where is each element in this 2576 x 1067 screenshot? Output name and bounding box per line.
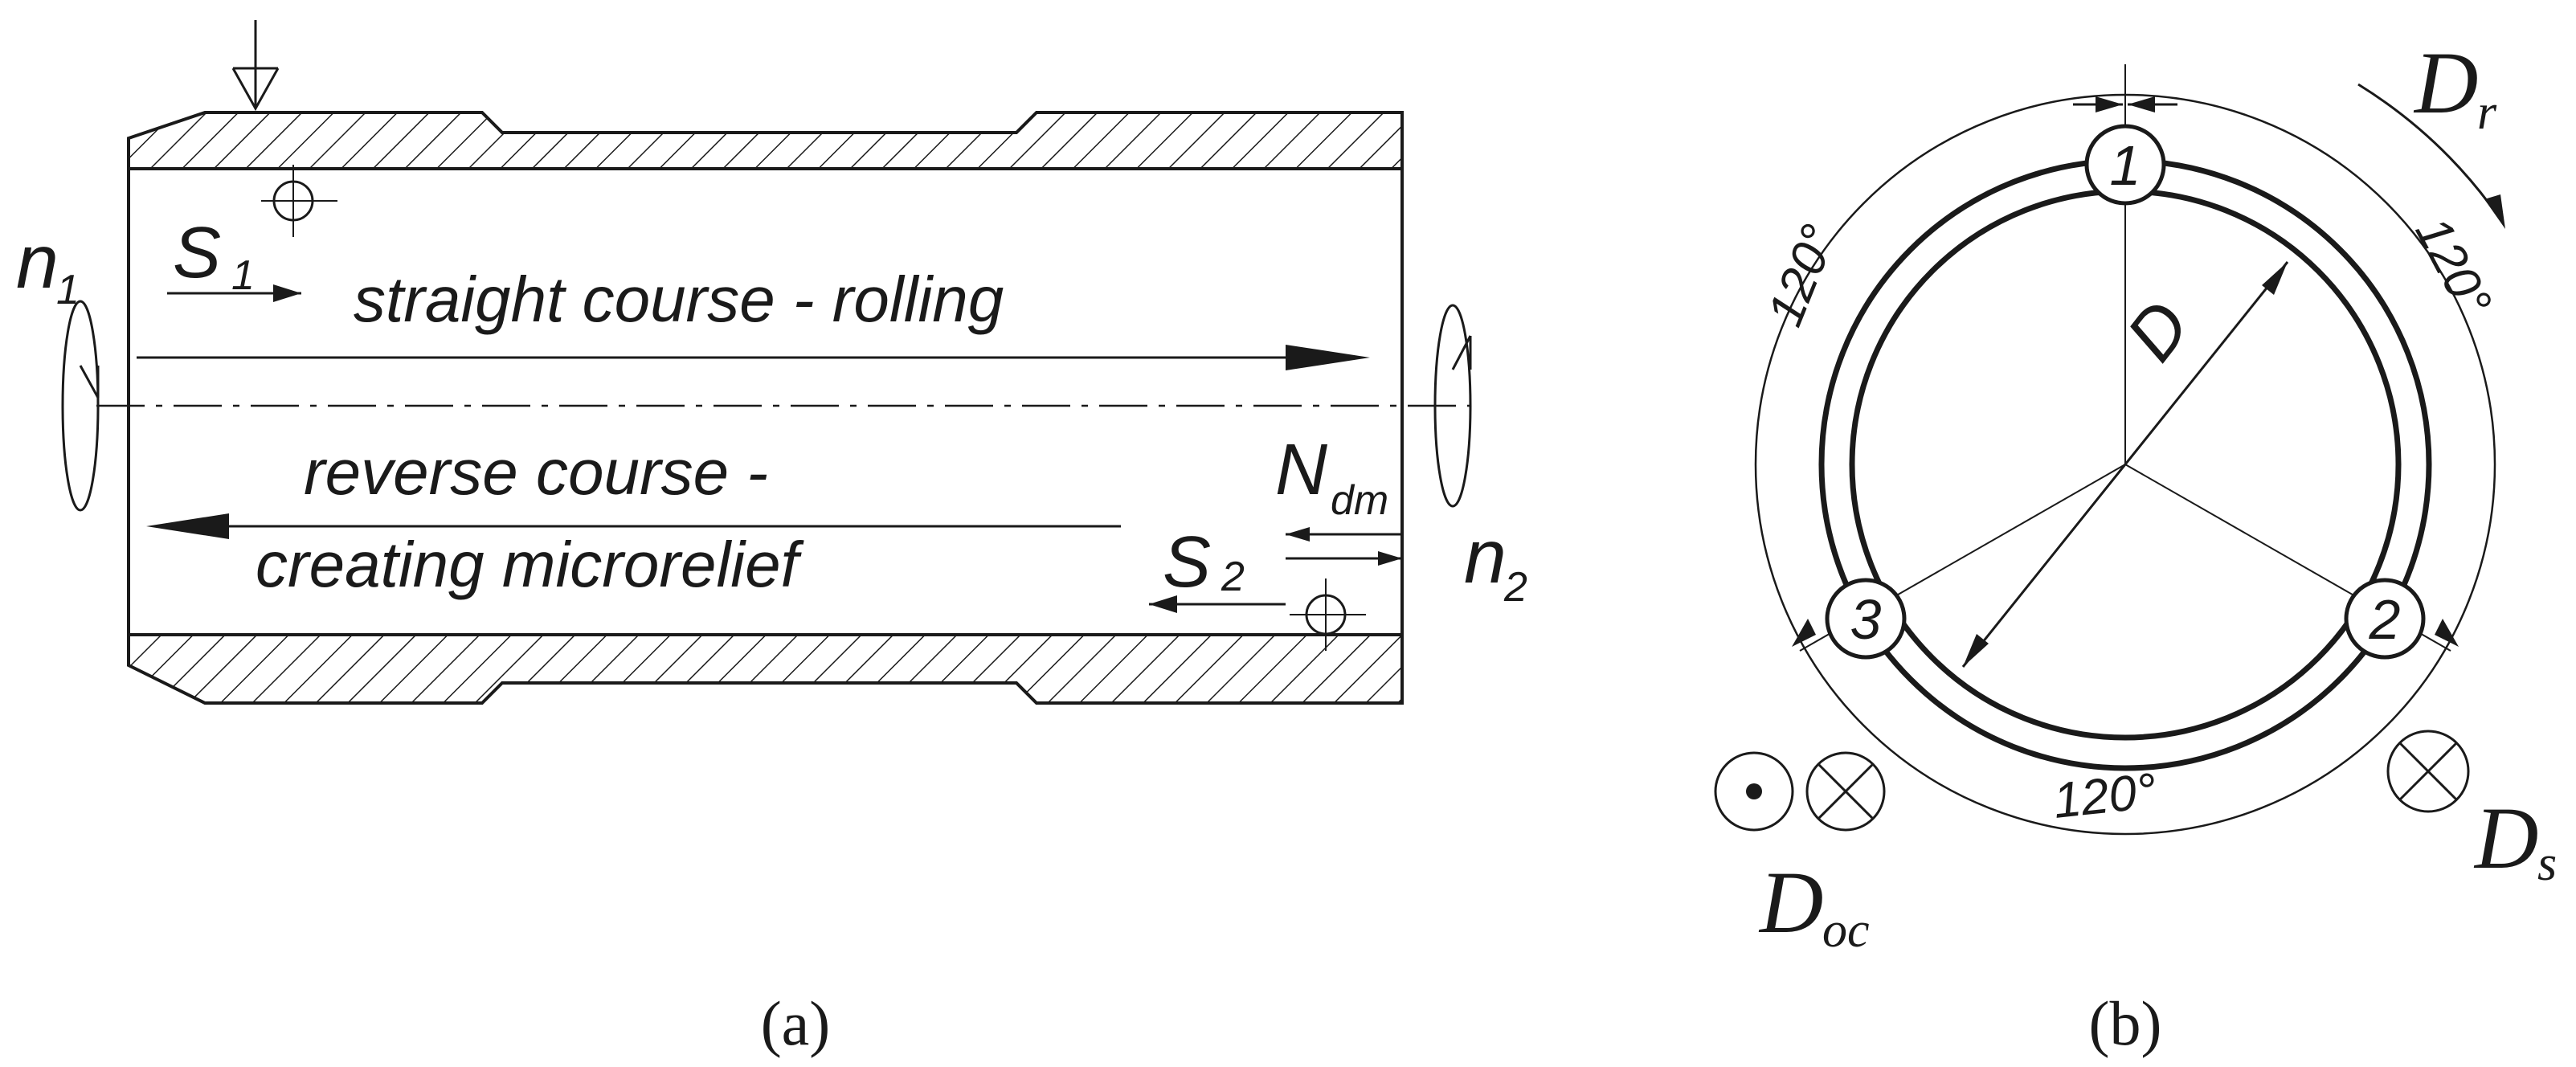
- rotation-n1-icon: [61, 300, 100, 512]
- roller-1-number: 1: [2110, 134, 2141, 197]
- rotation-n1-label: n: [16, 219, 59, 305]
- diameter-line: [1961, 261, 2289, 668]
- motion-doc-subscript: oc: [1822, 903, 1870, 958]
- force-ndm-label: N: [1275, 430, 1328, 510]
- roller-3-number: 3: [1850, 588, 1882, 651]
- load-arrow-icon: [231, 20, 280, 112]
- rotation-n2-subscript: 2: [1503, 564, 1527, 611]
- rotation-dr-subscript: r: [2477, 85, 2497, 140]
- force-ndm-subscript: dm: [1331, 477, 1388, 524]
- caption-a: (a): [761, 988, 831, 1058]
- reverse-course-label-line2: creating microrelief: [256, 529, 805, 600]
- feed-s2-label: S: [1163, 522, 1211, 603]
- roller-3: 3: [1825, 578, 1907, 660]
- motion-ds-subscript: s: [2537, 836, 2557, 891]
- tube-bottom-wall: [127, 633, 1404, 705]
- reverse-course-label-line1: reverse course -: [304, 436, 768, 508]
- angle-left-label: 120°: [1757, 217, 1847, 333]
- panel-a-tube-drawing: S 1 straight course - rolling reverse co…: [16, 20, 1527, 1058]
- rotation-n2-icon: [1433, 304, 1472, 508]
- feed-s1-label: S: [173, 213, 221, 293]
- cross-circle-icon: [1805, 751, 1886, 832]
- rotation-n2-label: n: [1464, 514, 1507, 599]
- tube-top-wall: [127, 111, 1404, 170]
- roller-crosshair-top-icon: [261, 165, 337, 237]
- feed-s2-subscript: 2: [1221, 554, 1245, 600]
- roller-crosshair-bottom-icon: [1290, 578, 1366, 651]
- straight-course-label: straight course - rolling: [354, 264, 1004, 335]
- angle-right-label: 120°: [2405, 208, 2502, 325]
- dot-circle-icon: [1714, 751, 1794, 832]
- cross-circle-ds-icon: [2386, 730, 2470, 813]
- rotation-dr-label: D: [2413, 34, 2478, 132]
- roller-2: 2: [2344, 578, 2426, 660]
- angle-bottom-label: 120°: [2051, 763, 2159, 829]
- panel-b-roller-head: D 1 2 3 120° 120° 120° D r: [1714, 34, 2557, 1058]
- rotation-n1-subscript: 1: [56, 267, 80, 313]
- motion-ds-label: D: [2473, 789, 2538, 887]
- roller-1: 1: [2084, 124, 2166, 206]
- motion-doc-label: D: [1758, 853, 1823, 951]
- roller-2-number: 2: [2369, 588, 2401, 651]
- feed-s1-subscript: 1: [231, 252, 255, 299]
- caption-b: (b): [2089, 988, 2162, 1058]
- dr-rotation-arrow: [2357, 83, 2500, 218]
